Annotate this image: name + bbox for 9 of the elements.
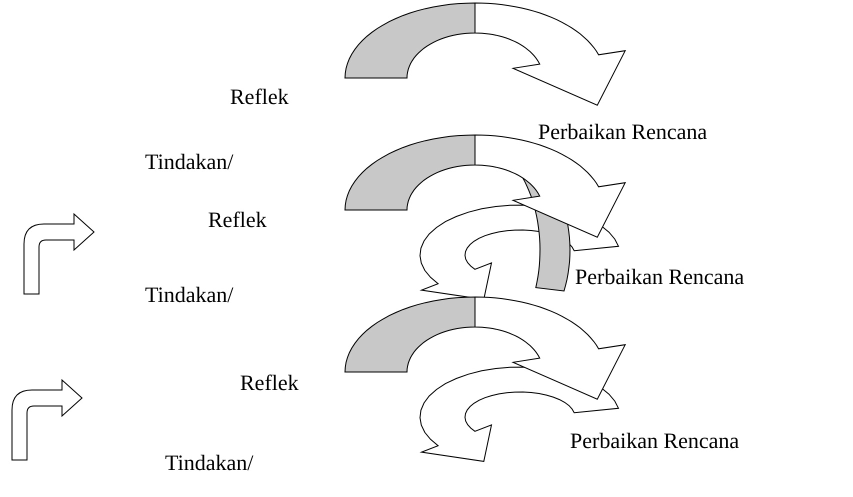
text-label: Perbaikan Rencana [538,119,708,145]
text-label: Perbaikan Rencana [575,264,744,290]
text-label: Reflek [230,84,289,110]
text-label: Perbaikan Rencana [570,428,740,454]
text-label: Tindakan/ [165,450,254,476]
text-label: Reflek [240,370,299,396]
text-label: Reflek [208,207,267,233]
text-label: Tindakan/ [145,149,234,175]
text-label: Tindakan/ [145,282,234,308]
